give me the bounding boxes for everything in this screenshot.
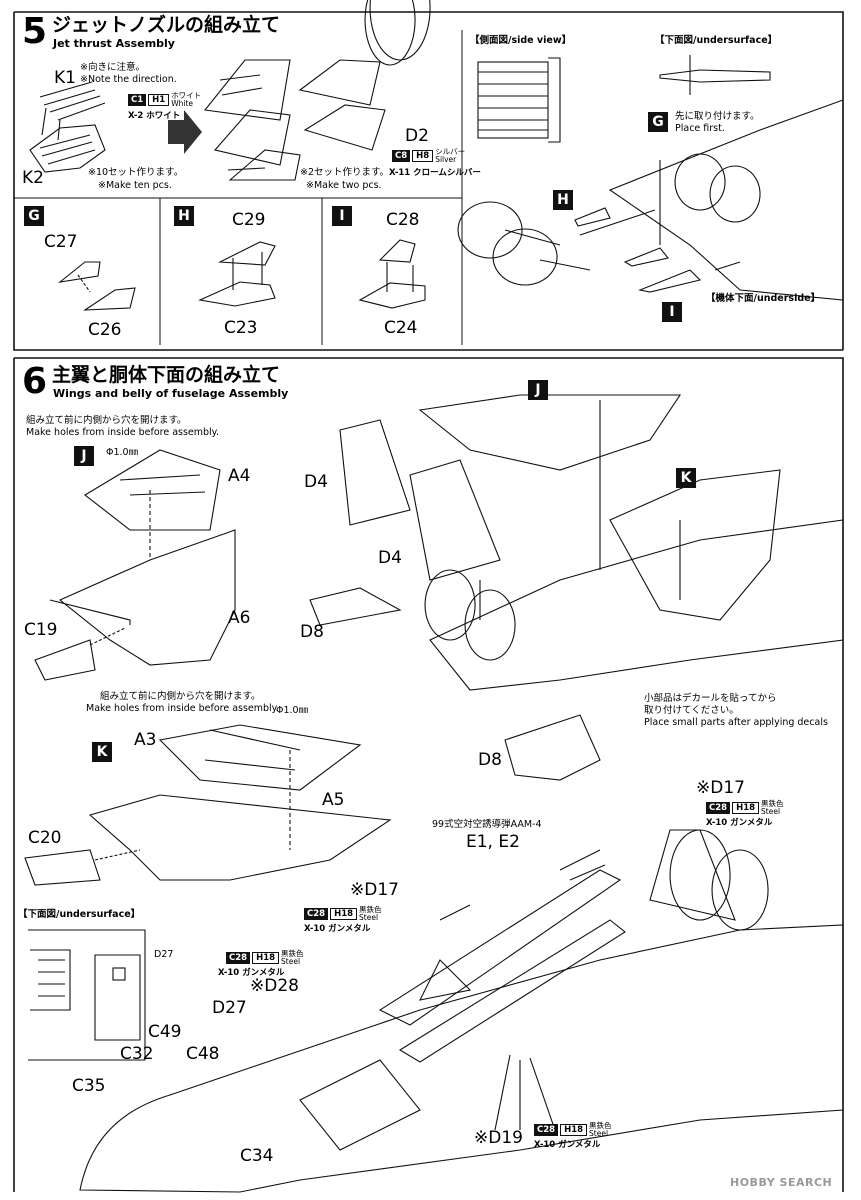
decal-note-ja: 小部品はデカールを貼ってから xyxy=(644,693,777,704)
callout-i-square: I xyxy=(662,302,682,322)
part-a3-label: A3 xyxy=(134,730,157,750)
step5-title-en: Jet thrust Assembly xyxy=(53,37,175,50)
callout-c35: C35 xyxy=(72,1076,106,1096)
decal-note-en: Place small parts after applying decals xyxy=(644,717,828,728)
d2-note-ja: ※2セット作ります。 xyxy=(300,167,390,178)
step6-title-en: Wings and belly of fuselage Assembly xyxy=(53,387,289,400)
undersurface-label: 【下面図/undersurface】 xyxy=(655,35,778,46)
missile-parts-label: E1, E2 xyxy=(466,832,520,852)
d27-small-label: D27 xyxy=(154,949,174,960)
step6-title-ja: 主翼と胴体下面の組み立て xyxy=(52,364,281,386)
paint-c28-mid-sub: X-10 ガンメタル xyxy=(304,924,371,934)
part-k1-label: K1 xyxy=(54,68,76,88)
callout-k-square: K xyxy=(676,468,696,488)
callout-d17-mid: ※D17 xyxy=(350,880,399,900)
sub-h-square: H xyxy=(174,206,194,226)
part-c26-label: C26 xyxy=(88,320,122,340)
part-d4-label-2: D4 xyxy=(378,548,402,568)
part-c29-label: C29 xyxy=(232,210,266,230)
part-c27-label: C27 xyxy=(44,232,78,252)
callout-c34: C34 xyxy=(240,1146,274,1166)
fuselage-missile-assembly xyxy=(79,829,844,1193)
k1-note-ja: ※向きに注意。 xyxy=(80,62,145,73)
undersurface-mini xyxy=(659,55,771,95)
wing-j-parts xyxy=(34,449,236,681)
part-c28-label: C28 xyxy=(386,210,420,230)
part-k2-label: K2 xyxy=(22,168,44,188)
sub-j-square: J xyxy=(74,446,94,466)
part-a5-label: A5 xyxy=(322,790,345,810)
missile-label: 99式空対空誘導弾AAM-4 xyxy=(432,819,542,830)
paint-c28-top-sub: X-10 ガンメタル xyxy=(706,818,773,828)
part-c23-label: C23 xyxy=(224,318,258,338)
callout-d19: ※D19 xyxy=(474,1128,523,1148)
part-a4-label: A4 xyxy=(228,466,251,486)
side-view-label: 【側面図/side view】 xyxy=(470,35,572,46)
callout-d28: ※D28 xyxy=(250,976,299,996)
part-d4-label-1: D4 xyxy=(304,472,328,492)
sub-i-square: I xyxy=(332,206,352,226)
hole-note-en: Make holes from inside before assembly. xyxy=(26,427,219,438)
sub-g-square: G xyxy=(24,206,44,226)
part-a6-label: A6 xyxy=(228,608,251,628)
k2-note-en: ※Make ten pcs. xyxy=(98,180,172,191)
dia-label: Φ1.0㎜ xyxy=(106,447,139,458)
callout-c48: C48 xyxy=(186,1044,220,1064)
wing-k-parts xyxy=(24,724,392,886)
part-d8-label-1: D8 xyxy=(300,622,324,642)
wing-belly-assembly xyxy=(309,394,844,781)
step5-number: 5 xyxy=(22,11,48,52)
k2-note-ja: ※10セット作ります。 xyxy=(88,167,184,178)
paint-c28-left-sub: X-10 ガンメタル xyxy=(218,968,285,978)
paint-c1-sub: X-2 ホワイト xyxy=(128,111,181,121)
callout-d27: D27 xyxy=(212,998,247,1018)
callout-h-square: H xyxy=(553,190,573,210)
g-note-ja: 先に取り付けます。 xyxy=(675,111,760,122)
step5-title-ja: ジェットノズルの組み立て xyxy=(52,14,281,36)
part-d2-label: D2 xyxy=(405,126,429,146)
part-d8-label-2: D8 xyxy=(478,750,502,770)
sub-parts xyxy=(58,239,426,311)
callout-c32: C32 xyxy=(120,1044,154,1064)
part-c19-label: C19 xyxy=(24,620,58,640)
paint-c28-bottom-sub: X-10 ガンメタル xyxy=(534,1140,601,1150)
nozzle-petals xyxy=(203,0,431,181)
decal-note-ja2: 取り付けてください。 xyxy=(644,705,739,716)
dia2-label: Φ1.0㎜ xyxy=(276,705,309,716)
callout-g-square: G xyxy=(648,112,668,132)
undersurface6-label: 【下面図/undersurface】 xyxy=(18,909,141,920)
paint-c8-sub: X-11 クロームシルバー xyxy=(389,168,481,178)
direction-arrow xyxy=(168,110,202,154)
step6-number: 6 xyxy=(22,361,48,402)
hole-note-ja: 組み立て前に内側から穴を開けます。 xyxy=(26,415,187,426)
part-c24-label: C24 xyxy=(384,318,418,338)
side-view-nozzle xyxy=(477,57,561,143)
hole-note2-ja: 組み立て前に内側から穴を開けます。 xyxy=(100,691,261,702)
callout-d17-top: ※D17 xyxy=(696,778,745,798)
hole-note2-en: Make holes from inside before assembly. xyxy=(86,703,279,714)
callout-j-square: J xyxy=(528,380,548,400)
part-c20-label: C20 xyxy=(28,828,62,848)
nozzle-parts xyxy=(29,81,106,173)
k1-note-en: ※Note the direction. xyxy=(80,74,177,85)
sub-k-square: K xyxy=(92,742,112,762)
underside-label: 【機体下面/underside】 xyxy=(706,293,821,304)
rear-fuselage-assembly xyxy=(457,99,844,301)
g-note-en: Place first. xyxy=(675,123,725,134)
callout-c49: C49 xyxy=(148,1022,182,1042)
underside-mini-view xyxy=(28,929,146,1061)
d2-note-en: ※Make two pcs. xyxy=(306,180,382,191)
watermark: HOBBY SEARCH xyxy=(730,1176,833,1189)
